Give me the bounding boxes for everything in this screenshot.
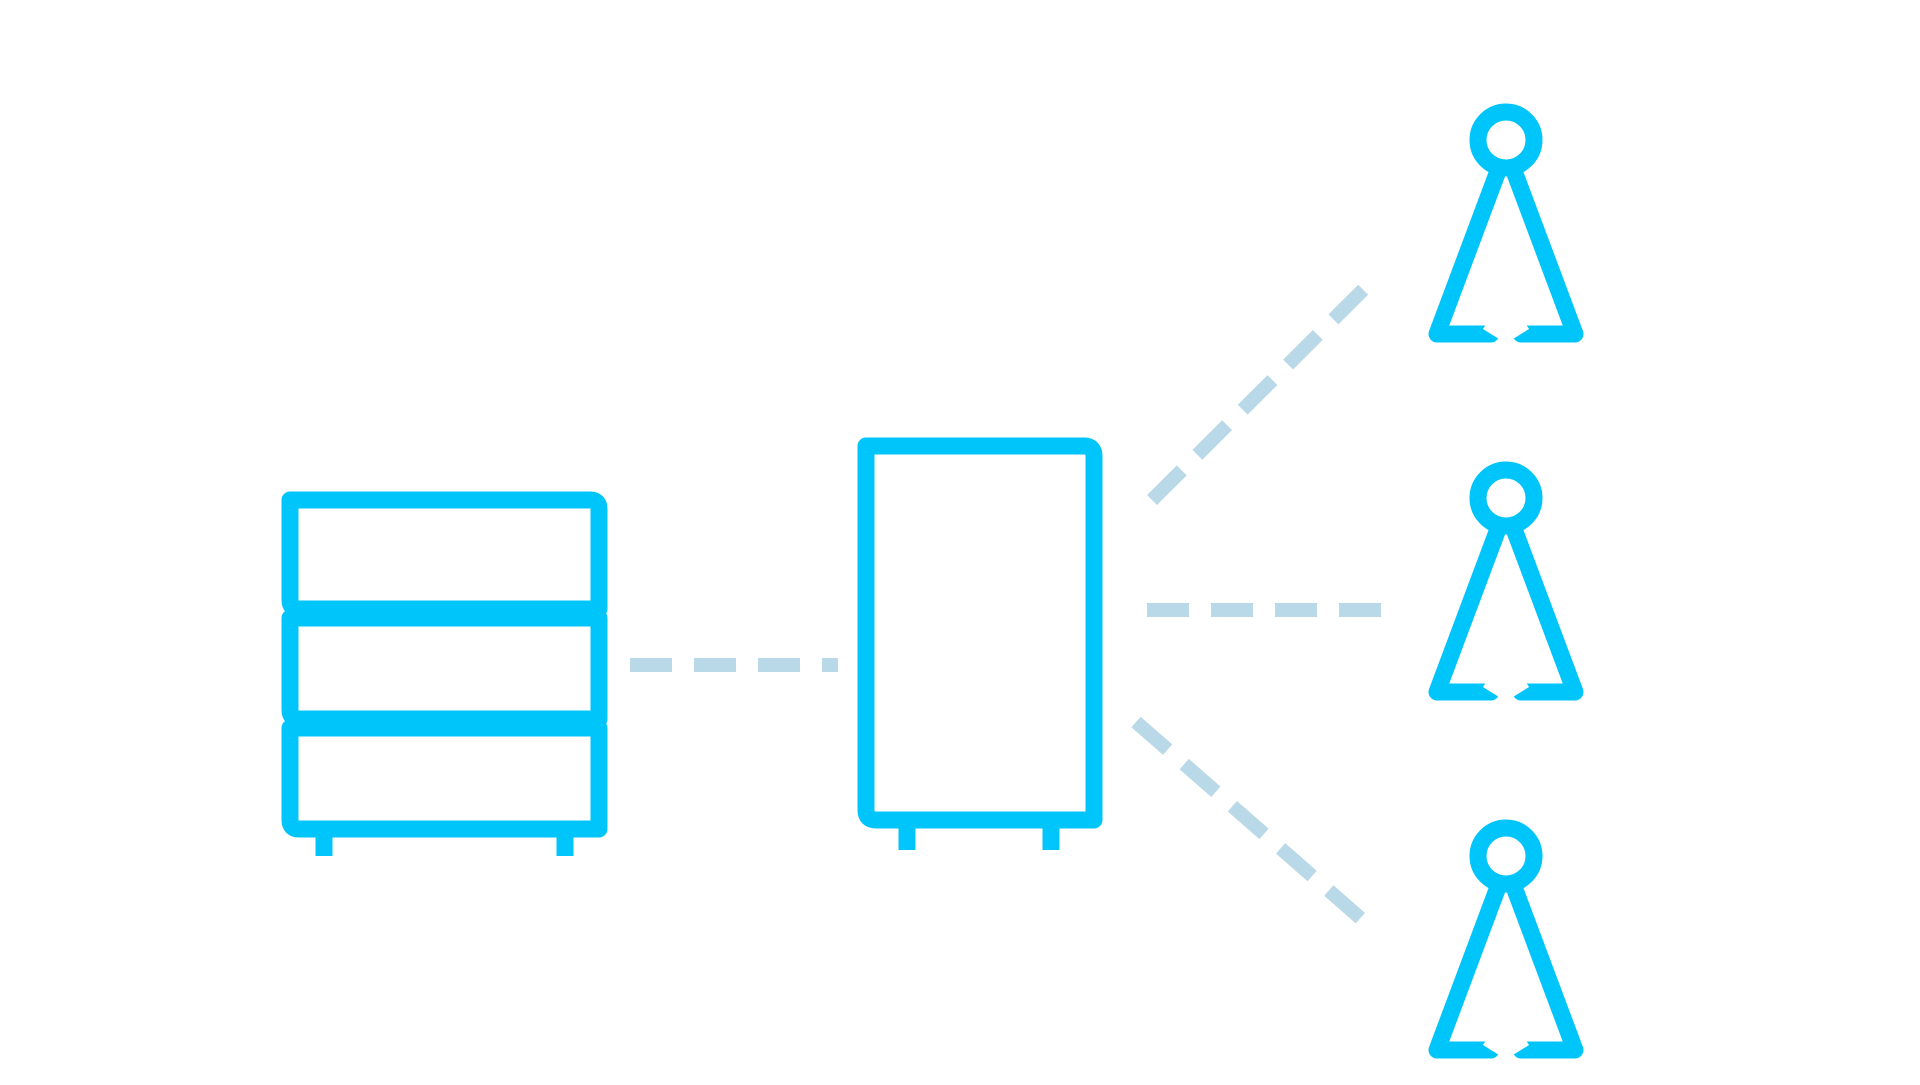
edge-server-client-3 (1131, 716, 1379, 936)
user-icon-1 (1428, 103, 1584, 343)
user-body (1428, 160, 1584, 343)
server-stack-unit-1 (281, 491, 608, 618)
server-stack-icon (281, 491, 608, 856)
user-head (1469, 103, 1543, 177)
user-body (1428, 876, 1584, 1059)
server-stack-unit-2 (281, 609, 608, 728)
user-body (1428, 518, 1584, 701)
user-icon-2 (1428, 461, 1584, 701)
server-cabinet-icon (857, 437, 1103, 850)
connectors (630, 273, 1392, 936)
user-head (1469, 819, 1543, 893)
edge-server-client-1 (1147, 273, 1380, 505)
server-stack-unit-3 (281, 719, 608, 838)
user-icon-3 (1428, 819, 1584, 1059)
user-head (1469, 461, 1543, 535)
